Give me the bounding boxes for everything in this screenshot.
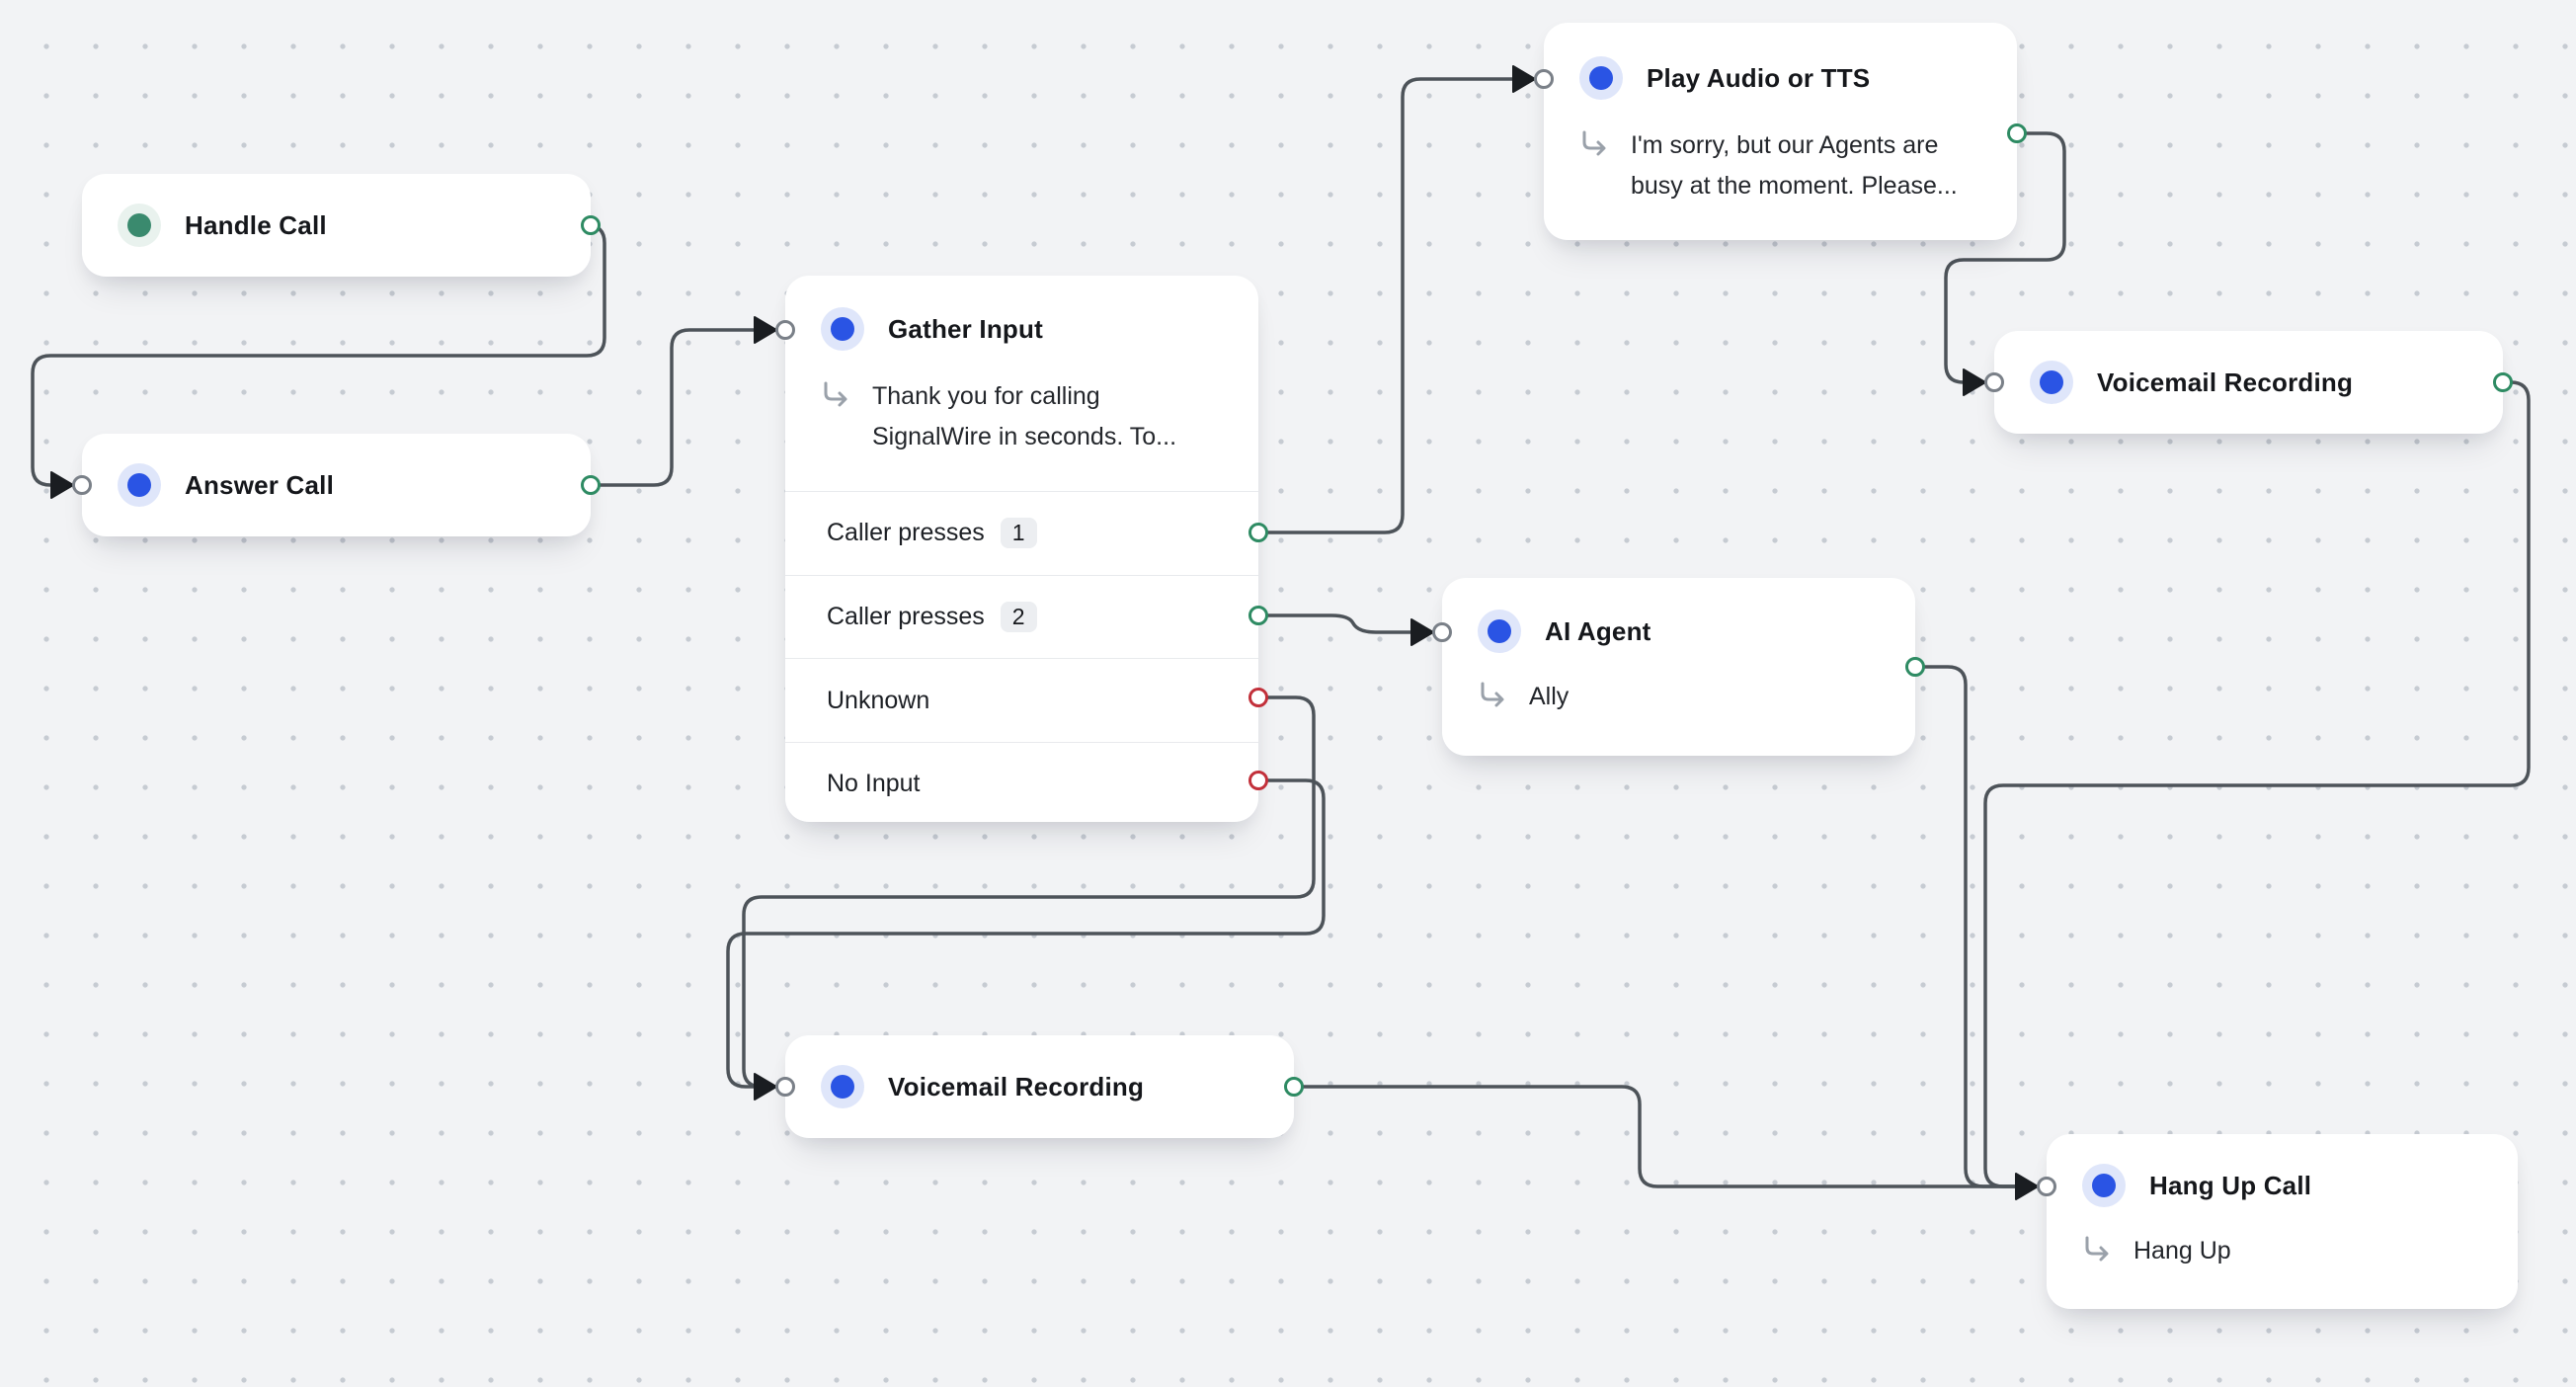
- wire-voicemailright-to-hangup: [1983, 380, 2531, 1188]
- node-voicemail-recording-bottom[interactable]: Voicemail Recording: [775, 1035, 1304, 1138]
- output-port-caller-presses-2[interactable]: [1248, 606, 1268, 625]
- input-arrow-answer: [50, 471, 74, 499]
- output-port-answer-call[interactable]: [581, 475, 601, 495]
- wire-play-to-voicemailright: [1944, 131, 2066, 384]
- output-port-voicemail-bottom[interactable]: [1284, 1077, 1304, 1097]
- gather-row-unknown: Unknown: [785, 658, 1258, 742]
- input-arrow-play: [1512, 65, 1536, 93]
- handle-call-status-icon: [118, 204, 161, 247]
- input-port-gather-input[interactable]: [775, 320, 795, 340]
- input-port-answer-call[interactable]: [72, 475, 92, 495]
- wire-handle-to-answer: [31, 223, 606, 487]
- gather-row-no-input: No Input: [785, 742, 1258, 826]
- wire-ai-to-hangup: [1924, 665, 2016, 1188]
- input-arrow-gather: [754, 316, 777, 344]
- node-title: Handle Call: [185, 209, 327, 240]
- node-title: Answer Call: [185, 469, 335, 500]
- output-port-ai-agent[interactable]: [1905, 657, 1925, 677]
- prompt-arrow-icon: [1481, 682, 1504, 707]
- input-arrow-hangup: [2015, 1173, 2039, 1200]
- node-title: Hang Up Call: [2149, 1170, 2312, 1200]
- gather-prompt-text: Thank you for calling SignalWire in seco…: [872, 382, 1177, 450]
- gather-input-status-icon: [821, 307, 864, 351]
- input-port-hang-up[interactable]: [2037, 1177, 2056, 1196]
- input-arrow-voicemailbottom: [754, 1073, 777, 1101]
- output-port-caller-presses-1[interactable]: [1248, 523, 1268, 542]
- node-title: Voicemail Recording: [2097, 367, 2354, 397]
- hang-up-action-text: Hang Up: [2133, 1237, 2231, 1265]
- output-port-play-audio[interactable]: [2007, 123, 2027, 143]
- wire-unknown-to-voicemail: [742, 695, 1316, 1089]
- output-port-no-input[interactable]: [1248, 771, 1268, 790]
- play-audio-status-icon: [1579, 56, 1623, 100]
- node-gather-input[interactable]: Gather Input Thank you for calling Signa…: [775, 276, 1268, 822]
- node-title: Voicemail Recording: [888, 1071, 1145, 1101]
- prompt-arrow-icon: [1582, 130, 1606, 156]
- dtmf-badge: 2: [1000, 602, 1037, 633]
- play-audio-prompt-text: I'm sorry, but our Agents are busy at th…: [1631, 131, 1958, 200]
- voicemail-status-icon: [2030, 361, 2073, 404]
- wire-voicemailbottom-to-hangup: [1267, 1085, 2016, 1188]
- node-hang-up-call[interactable]: Hang Up Call Hang Up: [2037, 1134, 2518, 1309]
- node-voicemail-recording-right[interactable]: Voicemail Recording: [1984, 331, 2513, 434]
- wire-gather2-to-ai: [1267, 613, 1411, 634]
- output-port-handle-call[interactable]: [581, 215, 601, 235]
- wire-noinput-to-voicemail: [726, 778, 1326, 1089]
- output-port-unknown[interactable]: [1248, 688, 1268, 707]
- voicemail-status-icon: [821, 1065, 864, 1108]
- dtmf-badge: 1: [1000, 518, 1037, 549]
- output-port-voicemail-right[interactable]: [2493, 372, 2513, 392]
- prompt-arrow-icon: [2085, 1236, 2109, 1262]
- wire-answer-to-gather: [564, 328, 755, 487]
- node-play-audio-or-tts[interactable]: Play Audio or TTS I'm sorry, but our Age…: [1534, 23, 2027, 240]
- node-handle-call[interactable]: Handle Call: [82, 174, 601, 277]
- node-title: AI Agent: [1545, 615, 1651, 646]
- input-port-play-audio[interactable]: [1534, 69, 1554, 89]
- input-port-voicemail-bottom[interactable]: [775, 1077, 795, 1097]
- hang-up-status-icon: [2082, 1164, 2126, 1207]
- node-title: Gather Input: [888, 313, 1043, 344]
- node-ai-agent[interactable]: AI Agent Ally: [1432, 578, 1925, 756]
- input-arrow-ai: [1410, 618, 1434, 646]
- input-port-ai-agent[interactable]: [1432, 622, 1452, 642]
- wire-gather1-to-play: [1267, 77, 1513, 534]
- input-port-voicemail-right[interactable]: [1984, 372, 2004, 392]
- node-title: Play Audio or TTS: [1647, 62, 1871, 93]
- prompt-arrow-icon: [824, 381, 847, 407]
- input-arrow-voicemailright: [1963, 368, 1986, 396]
- ai-agent-name-text: Ally: [1529, 683, 1570, 710]
- ai-agent-status-icon: [1478, 610, 1521, 653]
- node-answer-call[interactable]: Answer Call: [72, 434, 601, 536]
- answer-call-status-icon: [118, 463, 161, 507]
